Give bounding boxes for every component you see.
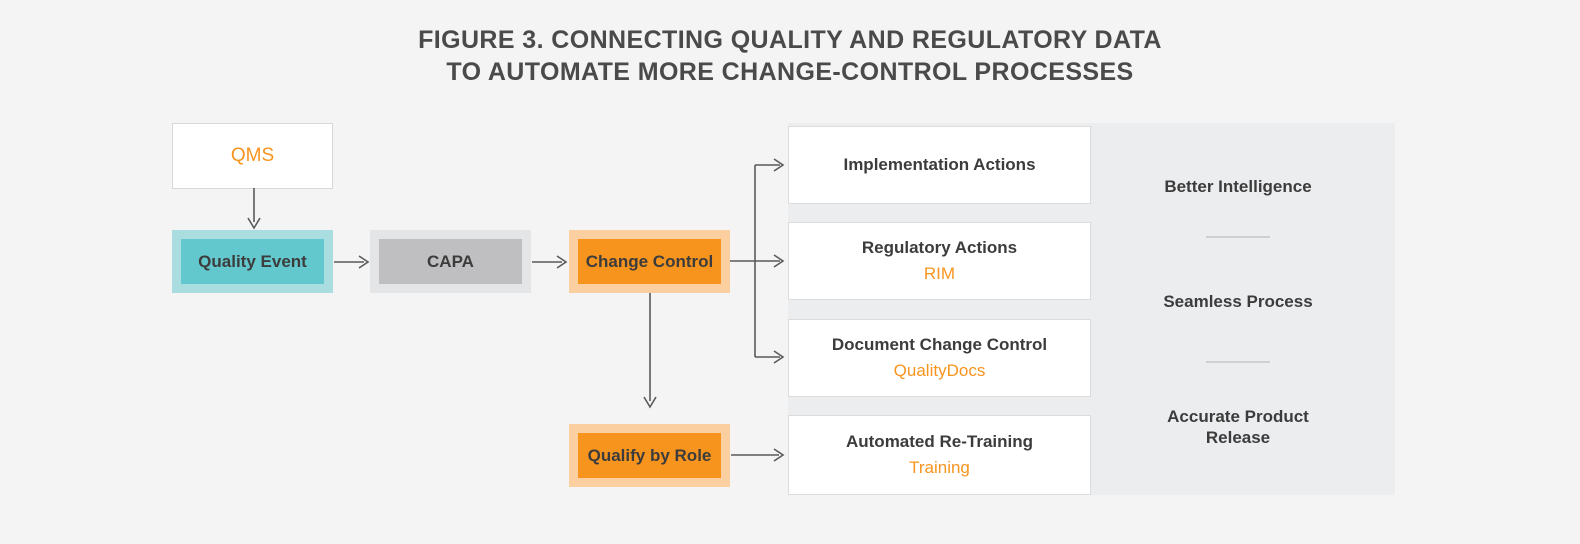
connector-qms-to-quality-event	[238, 188, 270, 232]
connector-quality-event-to-capa	[334, 252, 372, 272]
connector-qualify-by-role-to-training	[731, 445, 789, 465]
card-document-change-control: Document Change Control QualityDocs	[788, 319, 1091, 397]
card-regulatory-actions: Regulatory Actions RIM	[788, 222, 1091, 300]
node-qualify-by-role: Qualify by Role	[569, 424, 730, 487]
card-regulatory-actions-title: Regulatory Actions	[861, 238, 1018, 257]
card-automated-re-training: Automated Re-Training Training	[788, 415, 1091, 495]
node-qualify-by-role-label: Qualify by Role	[587, 445, 712, 465]
benefit-accurate-product-release: Accurate Product Release	[1167, 407, 1309, 447]
card-automated-re-training-title: Automated Re-Training	[845, 432, 1033, 451]
benefit-seamless-process: Seamless Process	[1163, 292, 1313, 311]
node-qms-label: QMS	[230, 145, 275, 166]
benefit-divider-2	[1206, 361, 1270, 363]
node-qualify-by-role-fill: Qualify by Role	[578, 433, 721, 478]
figure-title: Figure 3. Connecting Quality and Regulat…	[0, 24, 1580, 88]
node-change-control-fill: Change Control	[578, 239, 721, 284]
card-implementation-actions: Implementation Actions	[788, 126, 1091, 204]
benefit-divider-1	[1206, 236, 1270, 238]
connector-capa-to-change-control	[532, 252, 570, 272]
node-capa-label: CAPA	[427, 251, 474, 271]
node-change-control-label: Change Control	[585, 251, 714, 271]
node-change-control: Change Control	[569, 230, 730, 293]
card-implementation-actions-title: Implementation Actions	[843, 155, 1036, 174]
node-capa: CAPA	[370, 230, 531, 293]
node-quality-event: Quality Event	[172, 230, 333, 293]
node-capa-fill: CAPA	[379, 239, 522, 284]
card-automated-re-training-subtitle: Training	[909, 458, 970, 477]
connector-change-control-fork	[730, 155, 790, 370]
card-regulatory-actions-subtitle: RIM	[923, 264, 956, 283]
node-quality-event-fill: Quality Event	[181, 239, 324, 284]
node-quality-event-label: Quality Event	[198, 251, 307, 271]
connector-change-control-to-qualify-by-role	[634, 293, 666, 413]
figure-title-line-2: to Automate More Change-Control Processe…	[446, 58, 1134, 86]
card-document-change-control-title: Document Change Control	[831, 335, 1048, 354]
figure-title-line-1: Figure 3. Connecting Quality and Regulat…	[418, 26, 1162, 54]
benefit-better-intelligence: Better Intelligence	[1164, 177, 1312, 196]
node-qms: QMS	[172, 123, 333, 189]
card-document-change-control-subtitle: QualityDocs	[893, 361, 986, 380]
